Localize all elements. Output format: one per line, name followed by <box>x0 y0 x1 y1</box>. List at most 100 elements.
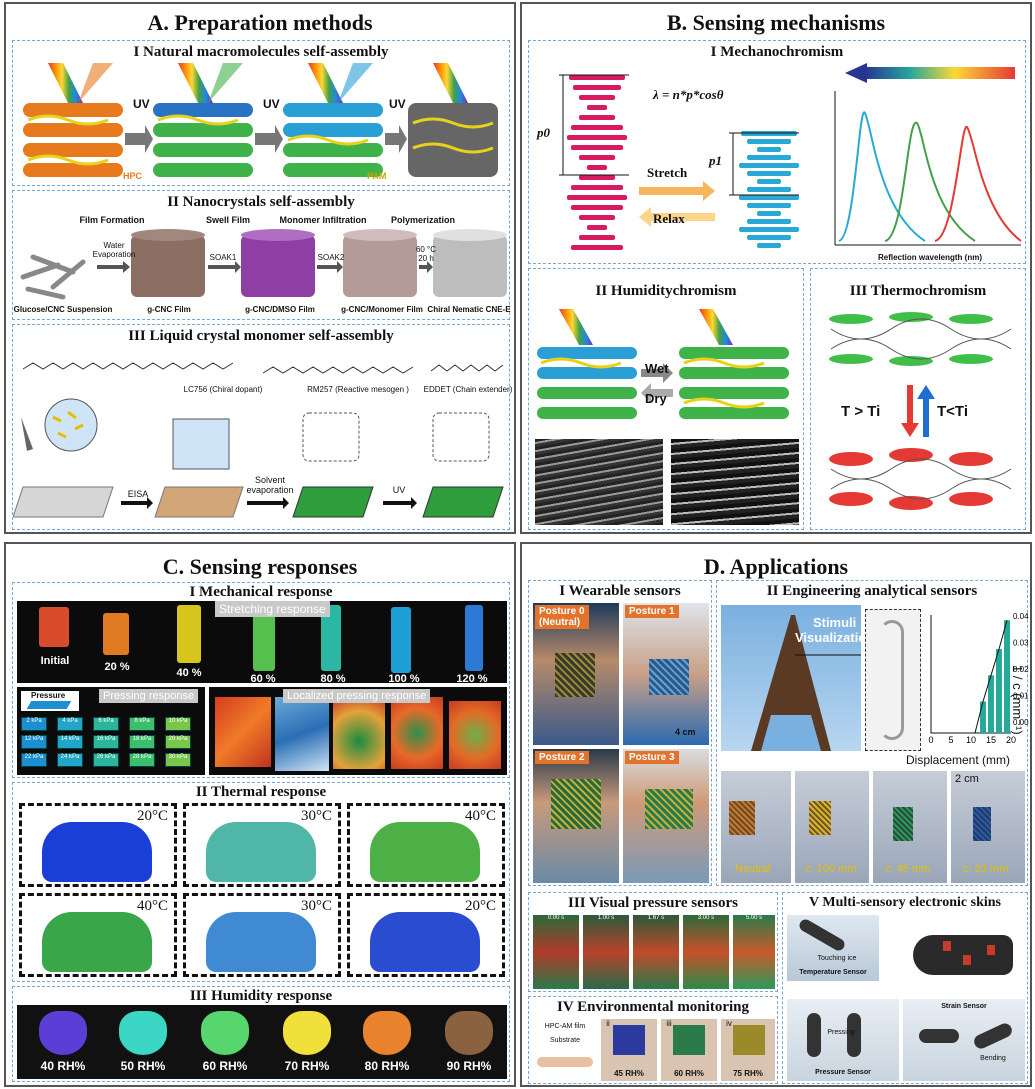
film-label: HPC-AM film <box>544 1023 586 1030</box>
molecule-label: EDDET (Chain extender) <box>423 385 513 394</box>
subpanel-title: II Humiditychromism <box>595 283 737 299</box>
deformation-photo: 2 cm c: 23 mm <box>951 771 1025 883</box>
hand-sample <box>206 912 316 972</box>
strip-100 <box>391 607 411 673</box>
stage-label: Glucose/CNC Suspension <box>13 305 113 314</box>
pressed-sample <box>391 697 443 769</box>
stage-label: g-CNC/DMSO Film <box>245 305 315 314</box>
panel-title: D. Applications <box>703 554 849 579</box>
posture-label: Posture 2 <box>535 751 589 764</box>
step-label: Film Formation <box>79 215 145 225</box>
pressure-sensor-photo: Pressing Pressure Sensor <box>787 999 899 1081</box>
arrow-label: SOAK1 <box>209 253 237 262</box>
bent-beam <box>880 620 904 740</box>
percent-label: 120 % <box>456 673 488 683</box>
stimuli-label: Stimuli Visualization <box>795 615 861 645</box>
finger-shape <box>797 917 847 953</box>
uv-label: UV <box>133 97 150 111</box>
finger-shape <box>807 1013 821 1057</box>
hand-30c-cool: 30°C <box>183 893 341 977</box>
wet-label: Wet <box>645 361 669 376</box>
time-label: 1.67 s <box>647 915 665 921</box>
reflection-spectrum <box>834 63 1022 246</box>
subpanel-humidity-response: III Humidity response 40 RH% 50 RH% 60 R… <box>12 986 510 1082</box>
x-tick-label: 15 <box>986 735 996 745</box>
pressing-label: Pressing <box>827 1029 855 1036</box>
sensor-dot <box>987 945 995 955</box>
uv-label: UV <box>389 97 406 111</box>
pressed-sample <box>333 699 385 769</box>
pressure-plate <box>26 701 72 709</box>
chart-y-label: 1 / c (mm⁻¹) <box>1010 665 1025 735</box>
strain-sensor-photo: Strain Sensor Bending <box>903 999 1025 1081</box>
cnc-process-illustration <box>20 229 507 300</box>
pressure-cell: 10 kPa <box>165 717 191 731</box>
rh-label: 50 RH% <box>120 1059 166 1073</box>
panel-applications: D. Applications I Wearable sensors Postu… <box>520 542 1032 1087</box>
state-label: Neutral <box>735 863 771 875</box>
subpanel-nanocrystals-self-assembly: II Nanocrystals self-assembly Film Forma… <box>12 190 511 320</box>
localized-pressing-photos: Localized pressing response <box>209 687 507 775</box>
rh-label: 80 RH% <box>364 1059 410 1073</box>
subpanel-thermochromism: III Thermochromism T > Ti T<Ti <box>810 268 1026 530</box>
time-label: 1.00 s <box>597 915 615 921</box>
pressure-sensor-label: Pressure Sensor <box>815 1069 871 1076</box>
temp-below-label: T<Ti <box>937 403 968 420</box>
subpanel-electronic-skins: V Multi-sensory electronic skins Touchin… <box>782 892 1028 1084</box>
pressure-cell: 4 kPa <box>57 717 83 731</box>
posture-photo: Posture 0 (Neutral) <box>533 603 619 745</box>
subpanel-title: I Wearable sensors <box>559 583 681 599</box>
y-tick-label: 0.00 <box>1013 718 1029 727</box>
posture-photo: Posture 3 <box>623 749 709 883</box>
sem-image-dry <box>671 439 799 525</box>
percent-label: 100 % <box>388 673 420 683</box>
butterfly-sample <box>201 1011 249 1055</box>
pressure-cell: 22 kPa <box>21 753 47 767</box>
chart-bar <box>996 649 1002 733</box>
humidity-stack-illustration <box>537 309 789 419</box>
subpanel-title: III Liquid crystal monomer self-assembly <box>128 328 394 344</box>
hand-sample <box>206 822 316 882</box>
sensor-patch <box>809 801 831 835</box>
sensor-patch <box>551 779 601 829</box>
pressure-cell: 8 kPa <box>129 717 155 731</box>
temperature-label: 20°C <box>136 808 168 824</box>
process-label: Solvent evaporation <box>246 475 294 495</box>
rh-label: 60 RH% <box>202 1059 248 1073</box>
stretching-tag: Stretching response <box>215 601 330 617</box>
subpanel-title: I Natural macromolecules self-assembly <box>133 44 389 60</box>
temperature-label: 20°C <box>464 898 496 914</box>
helix-pitch-illustration <box>559 74 799 250</box>
eiffel-tower-photo: Stimuli Visualization <box>721 605 861 751</box>
pressure-cell: 26 kPa <box>93 753 119 767</box>
y-tick-label: 0.04 <box>1013 612 1029 621</box>
panel-sensing-mechanisms: B. Sensing mechanisms I Mechanochromism … <box>520 2 1032 534</box>
relax-label: Relax <box>653 211 685 226</box>
arrow-label: Water Evaporation <box>92 241 136 259</box>
hand-sample <box>42 822 152 882</box>
arm-shape <box>537 1057 593 1067</box>
arrow-label: 60 °C 20 h <box>415 245 437 263</box>
sensor-patch <box>649 659 689 695</box>
posture-label: Posture 1 <box>625 605 679 618</box>
pressed-sample <box>449 701 501 769</box>
roman-label: ii <box>606 1019 610 1028</box>
roman-label: iii <box>666 1019 672 1028</box>
rh-label: 90 RH% <box>446 1059 492 1073</box>
sensor-patch <box>733 1025 765 1055</box>
sensor-patch <box>555 653 595 697</box>
pressure-frame: 1.00 s <box>583 915 629 989</box>
step-label: Monomer Infiltration <box>279 215 367 225</box>
molecule-label: LC756 (Chiral dopant) <box>183 385 263 394</box>
temperature-sensor-photo: Touching ice Temperature Sensor <box>787 915 879 981</box>
pressure-cell: 2 kPa <box>21 717 47 731</box>
step-label: Swell Film <box>205 215 250 225</box>
x-tick-label: 5 <box>948 735 953 745</box>
subpanel-title: II Engineering analytical sensors <box>766 583 978 599</box>
stretch-label: Stretch <box>647 165 688 180</box>
subpanel-visual-pressure-sensors: III Visual pressure sensors 0.00 s 1.00 … <box>528 892 778 992</box>
subpanel-natural-self-assembly: I Natural macromolecules self-assembly <box>12 40 510 186</box>
molecule-structures <box>22 362 504 374</box>
pressure-cell: 16 kPa <box>93 735 119 749</box>
